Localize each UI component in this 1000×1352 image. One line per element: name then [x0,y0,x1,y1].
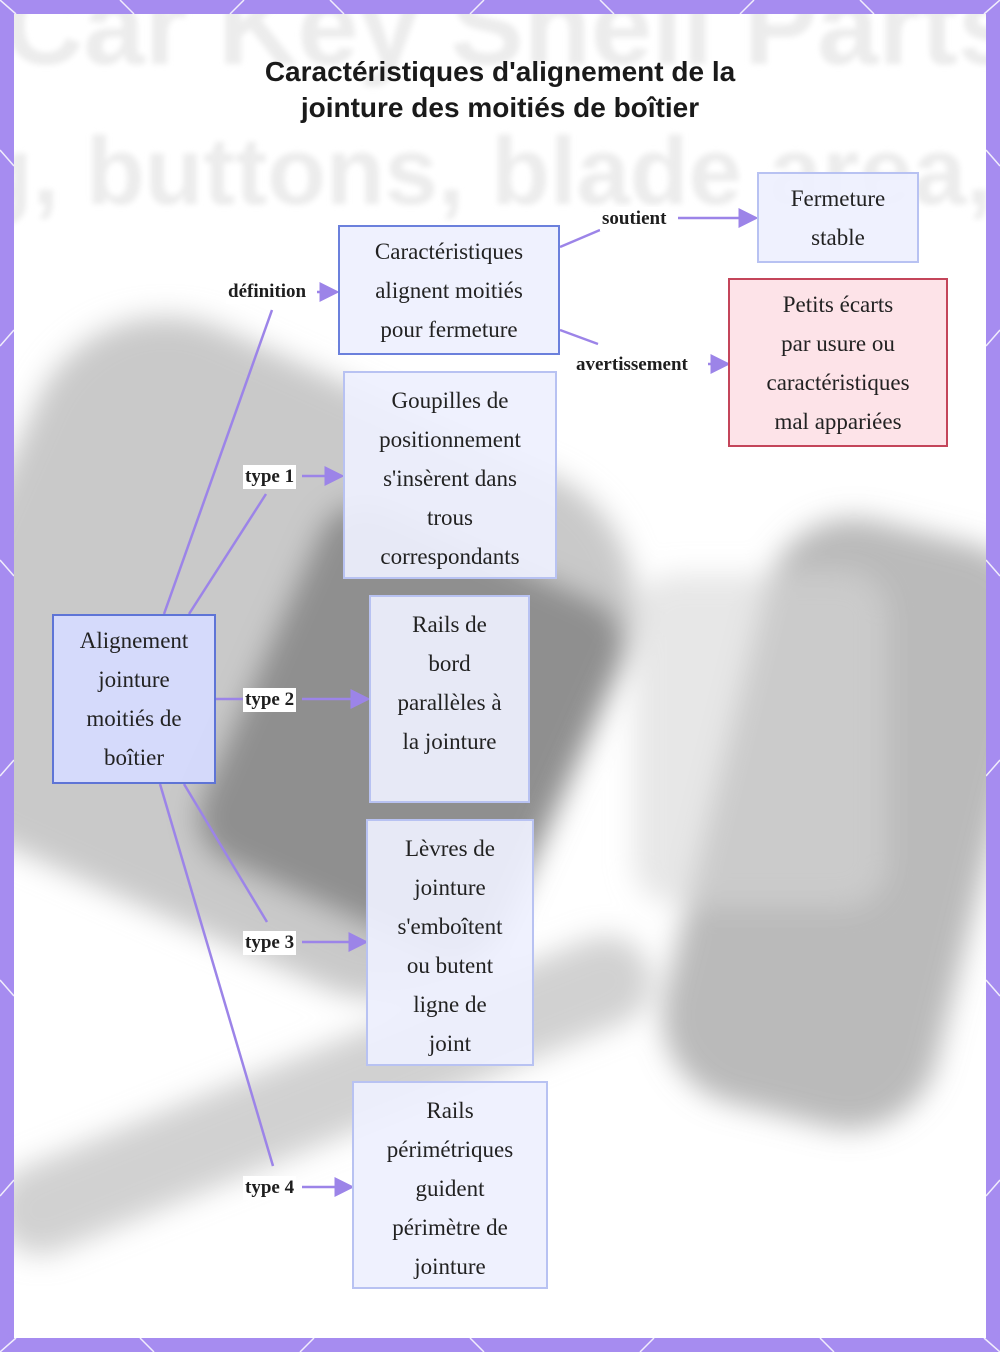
type3-line-5: ligne de [413,992,487,1017]
edge-label-type2: type 2 [243,688,297,712]
type2-node: Rails de bord parallèles à la jointure [369,595,530,803]
title-line-1: Caractéristiques d'alignement de la [264,56,736,87]
edge-type4 [158,783,275,1167]
title-line-2: jointure des moitiés de boîtier [300,92,700,123]
stable-line-1: Fermeture [790,185,886,211]
type2-line-1: Rails de [412,612,487,637]
warning-line-2: par usure ou [781,330,895,356]
root-line-2: jointure [98,667,170,692]
edge-label-type3: type 3 [243,931,297,955]
type1-line-5: correspondants [380,544,520,569]
type1-line-1: Goupilles de [391,388,509,413]
edge-type1 [187,493,268,615]
diagram-canvas: Car Key Shell Parts g, buttons, blade ar… [14,14,986,1338]
root-line-1: Alignement [79,628,189,653]
type1-node: Goupilles de positionnement s'insèrent d… [343,371,557,579]
definition-node: Caractéristiques alignent moitiés pour f… [338,225,560,355]
edge-layer [158,208,759,1197]
type2-line-3: parallèles à [397,690,502,715]
root-node: Alignement jointure moitiés de boîtier [52,614,216,784]
stable-closure-node: Fermeture stable [757,172,919,263]
watermark-line-1: Car Key Shell Parts [14,14,986,88]
type1-line-2: positionnement [379,427,521,452]
type1-line-4: trous [427,505,473,530]
warning-line-1: Petits écarts [782,291,894,317]
stable-line-2: stable [811,224,865,250]
root-line-3: moitiés de [86,706,182,731]
type4-line-1: Rails [426,1098,474,1123]
edge-definition [162,309,274,615]
edge-label-warning: avertissement [574,353,690,377]
edge-label-type4: type 4 [243,1176,297,1200]
definition-line-3: pour fermeture [380,316,518,342]
edge-label-definition: définition [226,280,309,304]
warning-line-3: caractéristiques [766,369,910,395]
type3-line-6: joint [428,1031,472,1056]
edge-warning [559,328,599,346]
diagram-title: Caractéristiques d'alignement de la join… [14,54,986,126]
type3-node: Lèvres de jointure s'emboîtent ou butent… [366,819,534,1066]
edge-label-supports: soutient [600,207,669,231]
type3-line-3: s'emboîtent [397,914,503,939]
type2-line-4: la jointure [402,729,497,754]
type4-line-5: jointure [414,1254,486,1279]
type2-line-2: bord [428,651,471,676]
warning-line-4: mal appariées [774,408,902,434]
root-line-4: boîtier [103,745,165,770]
edge-type3 [182,783,269,923]
type4-node: Rails périmétriques guident périmètre de… [352,1081,548,1289]
type4-line-2: périmétriques [386,1137,514,1162]
type4-line-4: périmètre de [392,1215,508,1240]
type3-line-1: Lèvres de [404,836,496,861]
edge-supports [559,228,601,249]
definition-line-1: Caractéristiques [374,238,524,264]
type3-line-4: ou butent [406,953,494,978]
definition-line-2: alignent moitiés [375,277,523,303]
type3-line-2: jointure [414,875,486,900]
edge-label-type1: type 1 [243,465,297,489]
type4-line-3: guident [415,1176,485,1201]
type1-line-3: s'insèrent dans [383,466,517,491]
warning-node: Petits écarts par usure ou caractéristiq… [728,278,948,447]
